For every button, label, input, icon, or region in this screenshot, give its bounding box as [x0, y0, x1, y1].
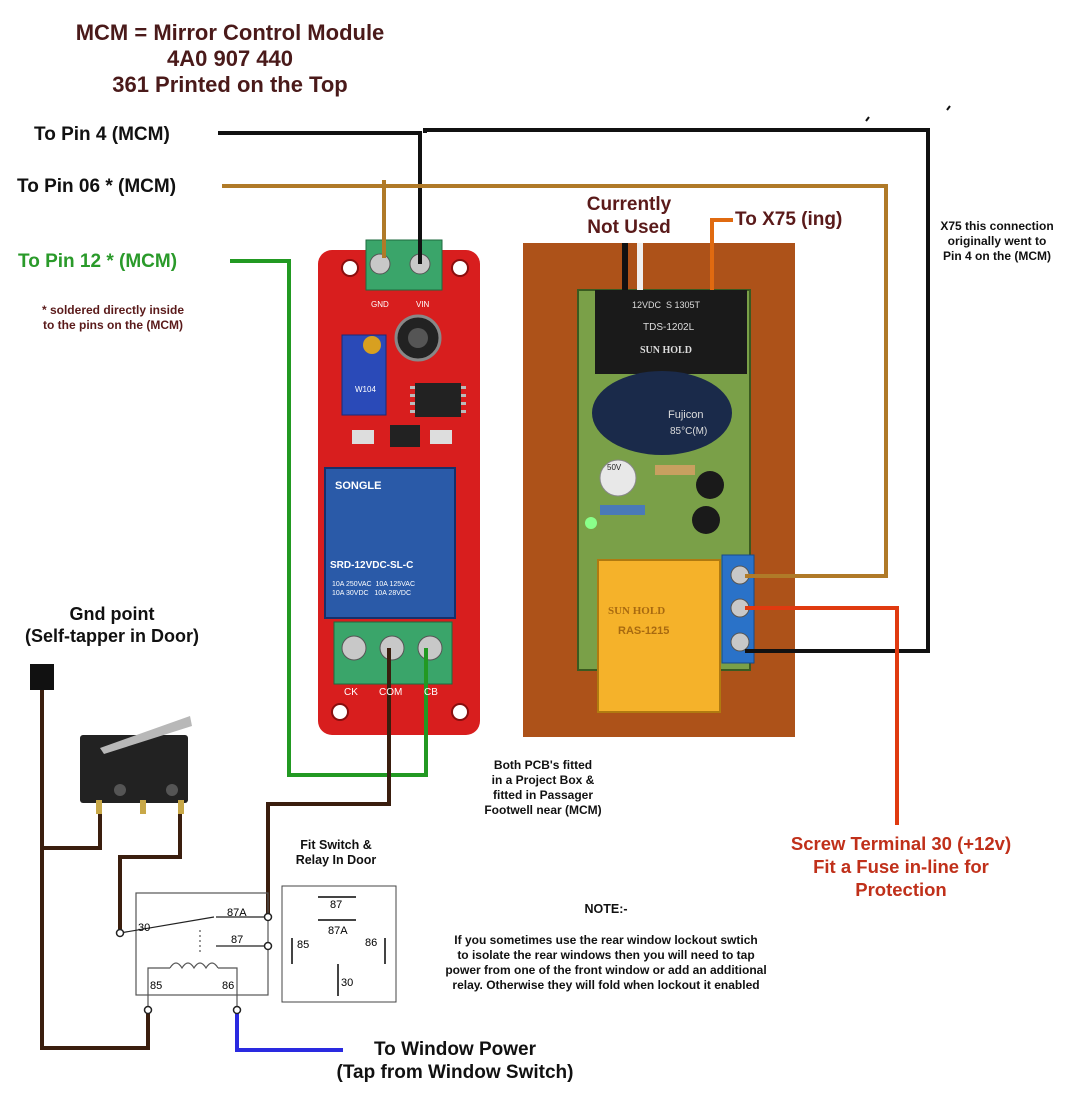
sunhold-top-rating: 12VDC S 1305T [632, 300, 701, 310]
gnd-point-marker [30, 664, 54, 690]
pin06-label: To Pin 06 * (MCM) [17, 176, 177, 197]
wire-12v [745, 606, 899, 825]
note-heading: NOTE:- [584, 902, 628, 916]
title-line1: MCM = Mirror Control Module [75, 20, 385, 45]
songle-rating: 10A 250VAC 10A 125VAC 10A 30VDC 10A 28VD… [332, 581, 416, 597]
title-line2: 4A0 907 440 [167, 46, 293, 71]
right-timer-pcb [523, 243, 795, 737]
pin4-label: To Pin 4 (MCM) [34, 124, 170, 145]
wire-x75 [710, 218, 733, 290]
gnd-point-label: Gnd point (Self-tapper in Door) [25, 604, 199, 646]
relay-pin-85: 85 [150, 980, 163, 992]
sunhold-top-model: TDS-1202L [643, 322, 695, 333]
fit-switch-label: Fit Switch & Relay In Door [295, 838, 377, 867]
relay-schematic [119, 892, 269, 1010]
currently-not-used-label: Currently Not Used [586, 194, 672, 238]
screw-terminal-label: Screw Terminal 30 (+12v) Fit a Fuse in-l… [790, 833, 1012, 900]
left-delay-pcb [318, 239, 480, 735]
wire-window-power [235, 1010, 343, 1052]
soldered-note: * soldered directly inside to the pins o… [41, 303, 185, 332]
to-x75-label: To X75 (ing) [735, 209, 843, 230]
wire-pin12 [230, 259, 428, 777]
fujicon-brand: Fujicon [668, 409, 704, 421]
x75-note: X75 this connection originally went to P… [940, 219, 1054, 263]
pin12-label: To Pin 12 * (MCM) [18, 251, 178, 272]
relay-terminals [115, 912, 273, 1015]
pinout-87a: 87A [328, 925, 348, 937]
wire-switch-30 [118, 810, 182, 933]
pcb-com-label: COM [379, 687, 403, 698]
relay-pin-87: 87 [231, 934, 244, 946]
songle-model: SRD-12VDC-SL-C [330, 560, 414, 571]
sunhold-bottom-model: RAS-1215 [618, 625, 670, 637]
fujicon-temp: 85°C(M) [670, 426, 708, 437]
pinout-86: 86 [365, 937, 378, 949]
title-line3: 361 Printed on the Top [112, 72, 348, 97]
pcb-vin-label: VIN [416, 300, 430, 309]
relay-pinout-box [281, 885, 397, 1003]
pinout-87: 87 [330, 899, 343, 911]
pcb-note: Both PCB's fitted in a Project Box & fit… [484, 758, 602, 817]
relay-pin-30: 30 [138, 922, 151, 934]
micro-switch [80, 716, 192, 814]
pot-label: W104 [355, 385, 376, 394]
songle-brand: SONGLE [335, 480, 382, 492]
pcb-ck-label: CK [344, 687, 358, 698]
small-cap-label: 50V [607, 463, 622, 472]
sunhold-bottom-brand: SUN HOLD [608, 605, 666, 617]
pinout-30: 30 [341, 977, 354, 989]
wire-pin06 [222, 184, 888, 578]
pinout-85: 85 [297, 939, 310, 951]
wire-gnd-switch [42, 810, 102, 850]
tick-mark [946, 105, 951, 111]
sunhold-top-brand: SUN HOLD [640, 345, 692, 356]
relay-pin-86: 86 [222, 980, 235, 992]
wire-pin4-x75 [423, 128, 930, 653]
wire-gnd [40, 690, 150, 1050]
relay-pin-87a: 87A [227, 907, 247, 919]
window-power-label: To Window Power (Tap from Window Switch) [336, 1039, 574, 1083]
note-body: If you sometimes use the rear window loc… [445, 933, 767, 992]
wire-pin4 [218, 131, 422, 264]
pcb-gnd-label: GND [371, 300, 389, 309]
pcb-cb-label: CB [424, 687, 438, 698]
wire-com [266, 648, 391, 917]
tick-mark [865, 116, 870, 122]
